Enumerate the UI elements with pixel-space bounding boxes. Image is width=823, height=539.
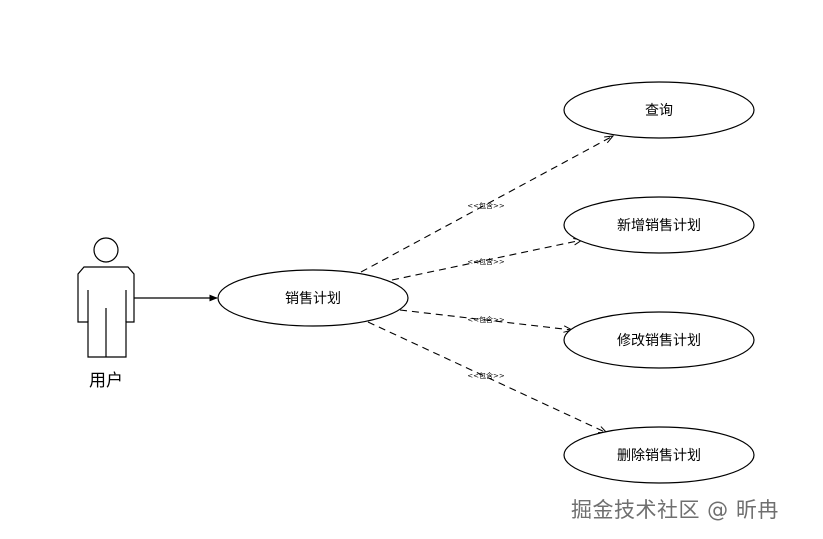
include-relation-delete: <<包含>> [367, 321, 607, 433]
use-case-add-ellipse [563, 196, 755, 254]
use-case-add-label: 新增销售计划 [617, 218, 701, 234]
include-label-delete: <<包含>> [467, 371, 505, 380]
use-case-delete-ellipse [563, 426, 755, 484]
include-relation-add: <<包含>> [391, 240, 582, 281]
use-case-delete[interactable]: 删除销售计划 [563, 426, 755, 484]
actor-figure[interactable] [77, 237, 135, 358]
include-label-query: <<包含>> [467, 201, 505, 210]
use-case-delete-label: 删除销售计划 [617, 448, 701, 464]
include-label-add: <<包含>> [467, 257, 505, 266]
include-line-edit [399, 309, 572, 330]
actor-head [93, 237, 119, 263]
include-relation-edit: <<包含>> [399, 309, 572, 330]
include-relation-query: <<包含>> [360, 136, 613, 273]
use-case-query-ellipse [563, 81, 755, 139]
use-case-edit[interactable]: 修改销售计划 [563, 311, 755, 369]
use-case-query[interactable]: 查询 [563, 81, 755, 139]
watermark: 掘金技术社区 @ 昕冉 [571, 498, 779, 522]
include-label-edit: <<包含>> [467, 315, 505, 324]
use-case-main-label: 销售计划 [285, 291, 341, 307]
use-case-main-ellipse [217, 269, 409, 327]
include-line-delete [367, 321, 607, 433]
use-case-add[interactable]: 新增销售计划 [563, 196, 755, 254]
use-case-edit-ellipse [563, 311, 755, 369]
use-case-main[interactable]: 销售计划 [217, 269, 409, 327]
actor-label: 用户 [89, 371, 123, 391]
include-line-add [391, 240, 582, 281]
use-case-edit-label: 修改销售计划 [617, 333, 701, 349]
use-case-query-label: 查询 [645, 103, 673, 119]
